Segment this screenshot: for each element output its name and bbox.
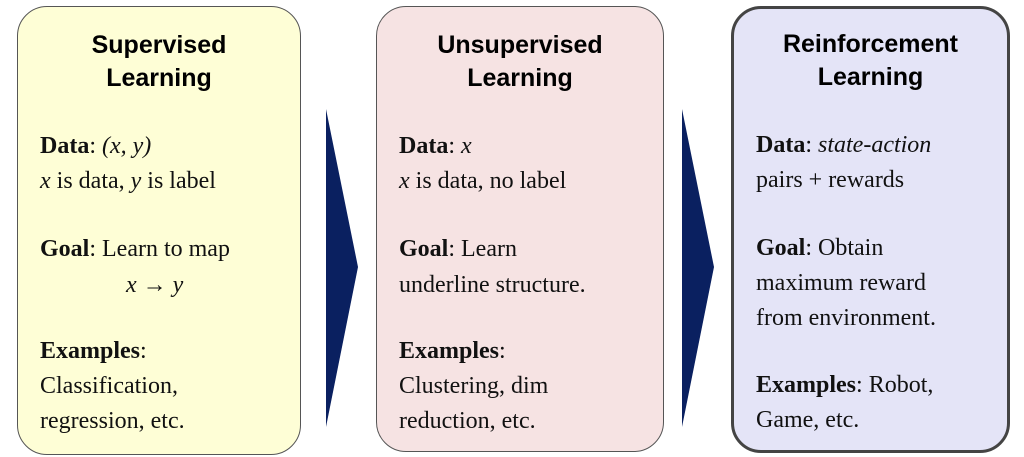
supervised-data-desc: x is data, y is label bbox=[40, 168, 216, 194]
unsupervised-examples: Examples: bbox=[399, 338, 506, 364]
reinforcement-goal: Goal: Obtain bbox=[756, 235, 884, 261]
supervised-goal: Goal: Learn to map bbox=[40, 236, 230, 262]
arrow-right-icon bbox=[682, 109, 714, 427]
supervised-examples: Examples: bbox=[40, 338, 147, 364]
reinforcement-goal-3: from environment. bbox=[756, 305, 936, 331]
unsupervised-examples-1: Clustering, dim bbox=[399, 373, 549, 399]
reinforcement-data: Data: state-action bbox=[756, 132, 932, 158]
unsupervised-data: Data: x bbox=[399, 133, 472, 159]
supervised-examples-2: regression, etc. bbox=[40, 408, 185, 434]
unsupervised-goal: Goal: Learn bbox=[399, 236, 517, 262]
reinforcement-examples-2: Game, etc. bbox=[756, 407, 860, 433]
supervised-examples-1: Classification, bbox=[40, 373, 178, 399]
unsupervised-data-desc: x is data, no label bbox=[399, 168, 567, 194]
reinforcement-data-desc: pairs + rewards bbox=[756, 167, 905, 193]
reinforcement-examples: Examples: Robot, bbox=[756, 372, 934, 398]
supervised-goal-mapping: x → y bbox=[126, 272, 184, 298]
supervised-data: Data: (x, y) bbox=[40, 133, 152, 159]
unsupervised-examples-2: reduction, etc. bbox=[399, 408, 536, 434]
arrow-right-icon bbox=[326, 109, 358, 427]
unsupervised-goal-2: underline structure. bbox=[399, 272, 586, 298]
reinforcement-goal-2: maximum reward bbox=[756, 270, 926, 296]
